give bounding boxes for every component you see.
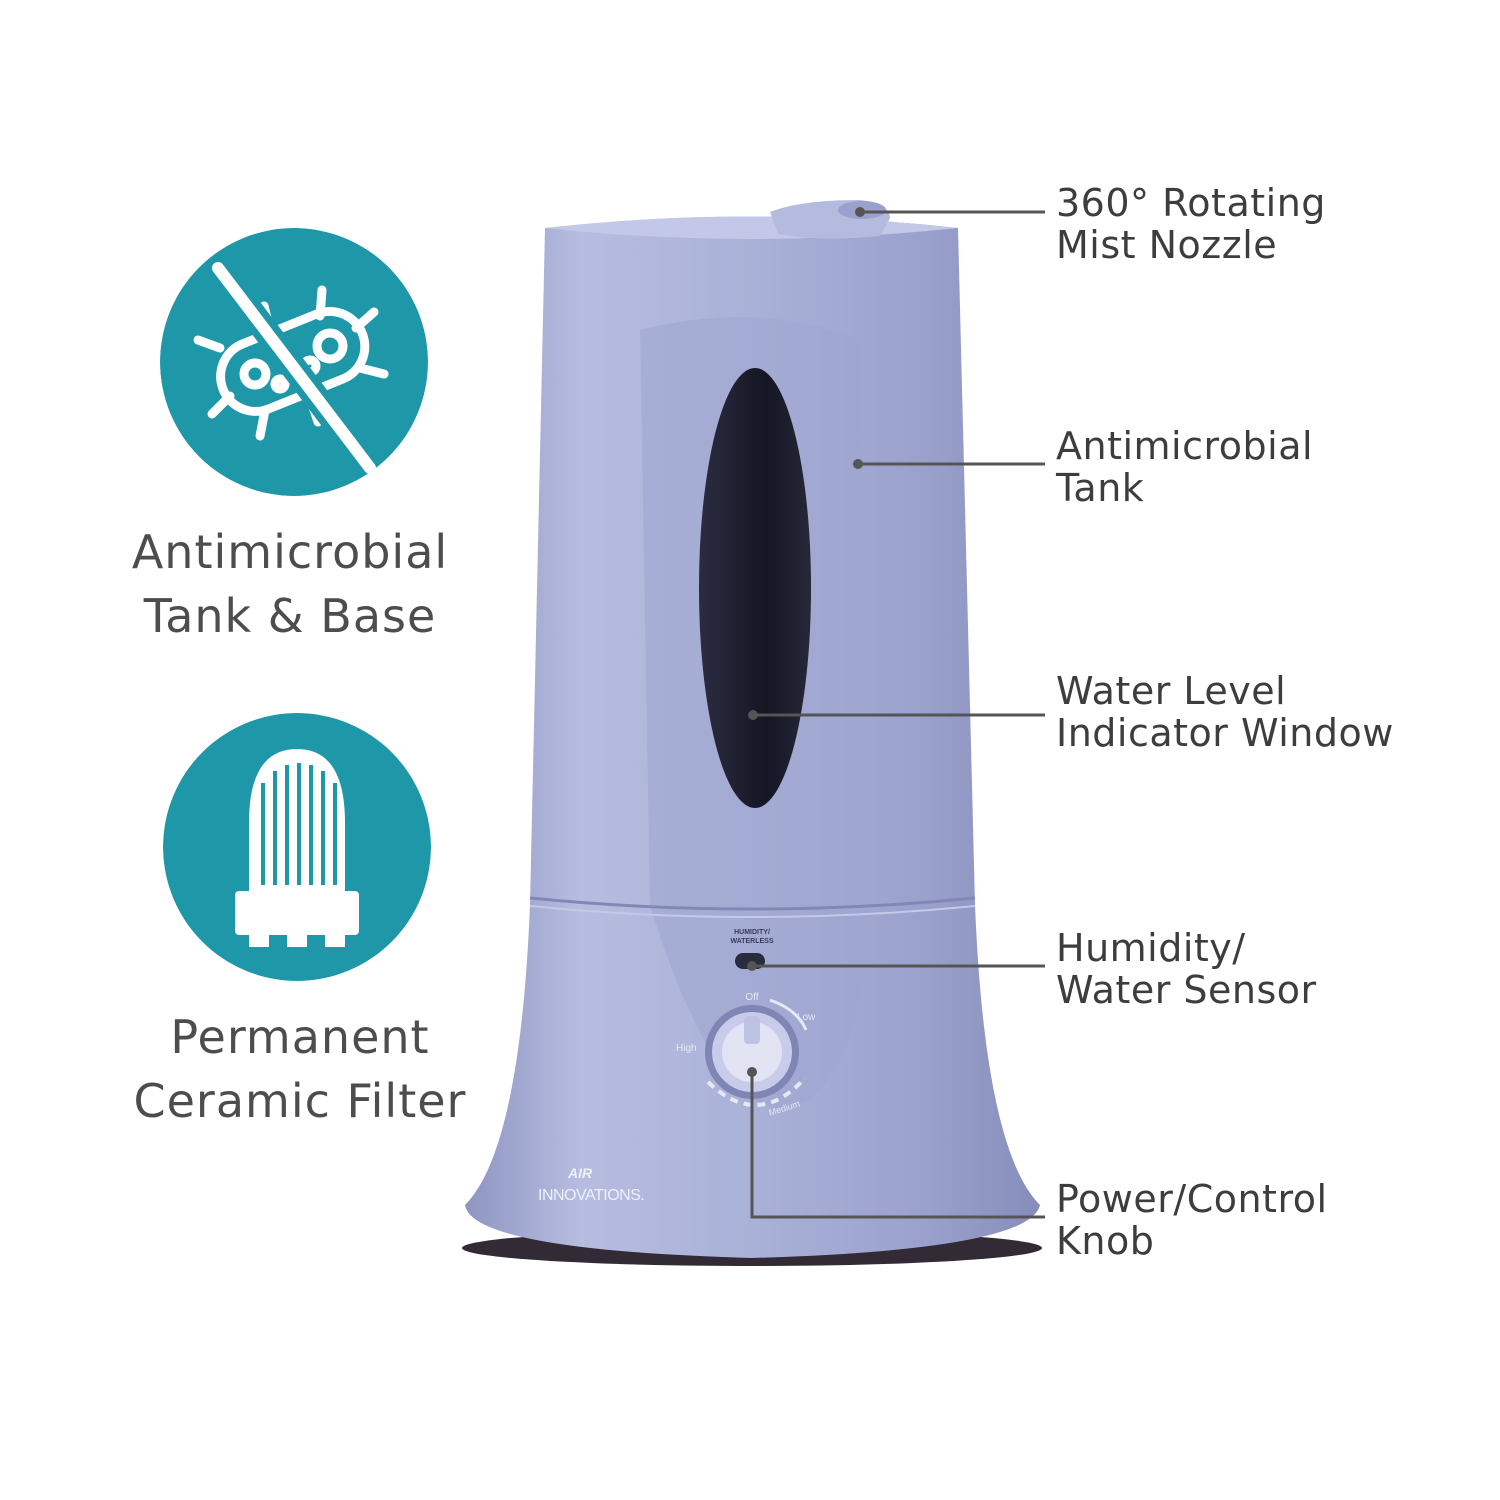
no-germs-icon xyxy=(160,228,428,496)
svg-text:AIR: AIR xyxy=(567,1165,593,1181)
control-knob xyxy=(705,1005,799,1099)
callout-control-knob: Power/Control Knob xyxy=(1056,1177,1328,1263)
svg-text:HUMIDITY/: HUMIDITY/ xyxy=(734,929,770,936)
svg-text:INNOVATIONS.: INNOVATIONS. xyxy=(538,1187,644,1204)
feature-label-ceramic-filter: Permanent Ceramic Filter xyxy=(133,1010,467,1128)
ceramic-filter-icon xyxy=(163,713,431,981)
svg-text:Off: Off xyxy=(745,992,758,1003)
svg-text:Low: Low xyxy=(797,1012,816,1023)
callout-water-sensor: Humidity/ Water Sensor xyxy=(1056,926,1317,1012)
callout-water-level-window: Water Level Indicator Window xyxy=(1056,669,1394,755)
leader-lines xyxy=(750,210,1045,1219)
water-level-window xyxy=(699,368,811,808)
svg-text:WATERLESS: WATERLESS xyxy=(730,938,773,945)
callout-mist-nozzle: 360° Rotating Mist Nozzle xyxy=(1056,181,1326,267)
callout-antimicrobial-tank: Antimicrobial Tank xyxy=(1056,424,1314,510)
svg-text:High: High xyxy=(676,1043,697,1054)
mist-nozzle xyxy=(770,200,890,239)
feature-label-antimicrobial: Antimicrobial Tank & Base xyxy=(131,525,449,643)
